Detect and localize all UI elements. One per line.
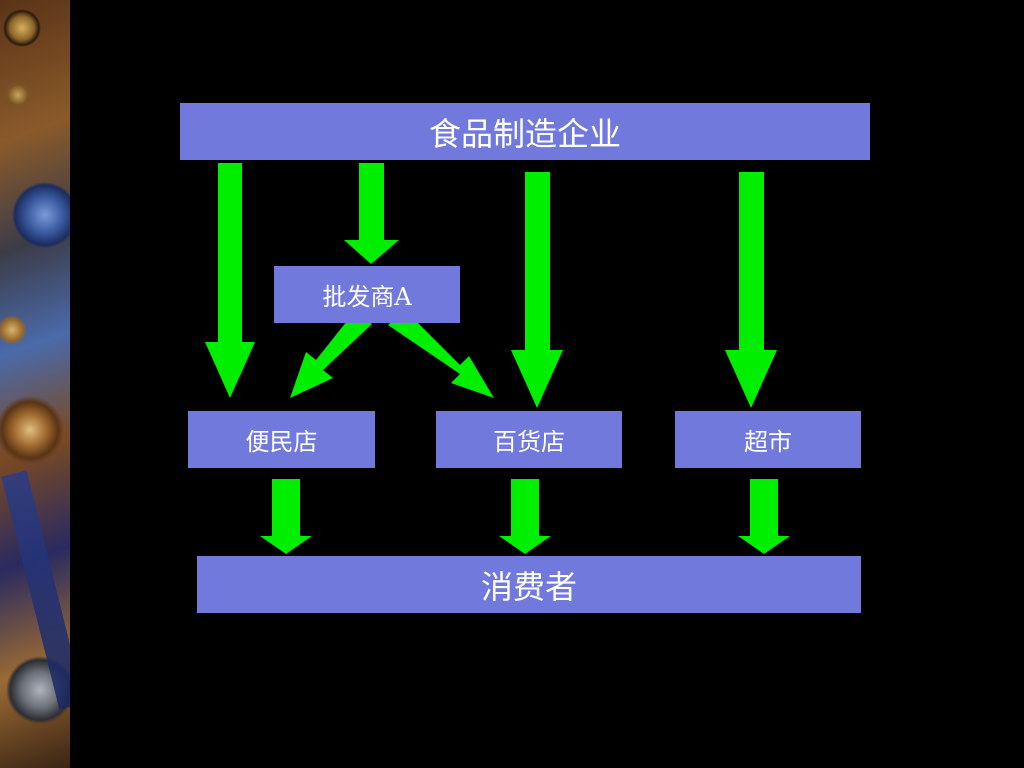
node-convenience-store: 便民店 xyxy=(188,411,375,468)
node-department-store: 百货店 xyxy=(436,411,622,468)
arrow-convenience-store-to-consumer xyxy=(260,479,312,554)
node-food-manufacturer: 食品制造企业 xyxy=(180,103,870,160)
node-consumer: 消费者 xyxy=(197,556,861,613)
arrow-manufacturer-to-wholesaler xyxy=(344,163,399,264)
arrow-wholesaler-to-department-store xyxy=(388,309,494,398)
arrow-department-store-to-consumer xyxy=(499,479,551,554)
arrow-manufacturer-to-convenience-store xyxy=(205,163,255,398)
arrow-manufacturer-to-department-store xyxy=(511,172,563,408)
node-wholesaler: 批发商A xyxy=(274,266,460,323)
arrow-supermarket-to-consumer xyxy=(738,479,790,554)
decorative-side-image xyxy=(0,0,70,768)
node-supermarket: 超市 xyxy=(675,411,861,468)
arrow-wholesaler-to-convenience-store xyxy=(290,311,372,398)
arrow-manufacturer-to-supermarket xyxy=(725,172,777,408)
